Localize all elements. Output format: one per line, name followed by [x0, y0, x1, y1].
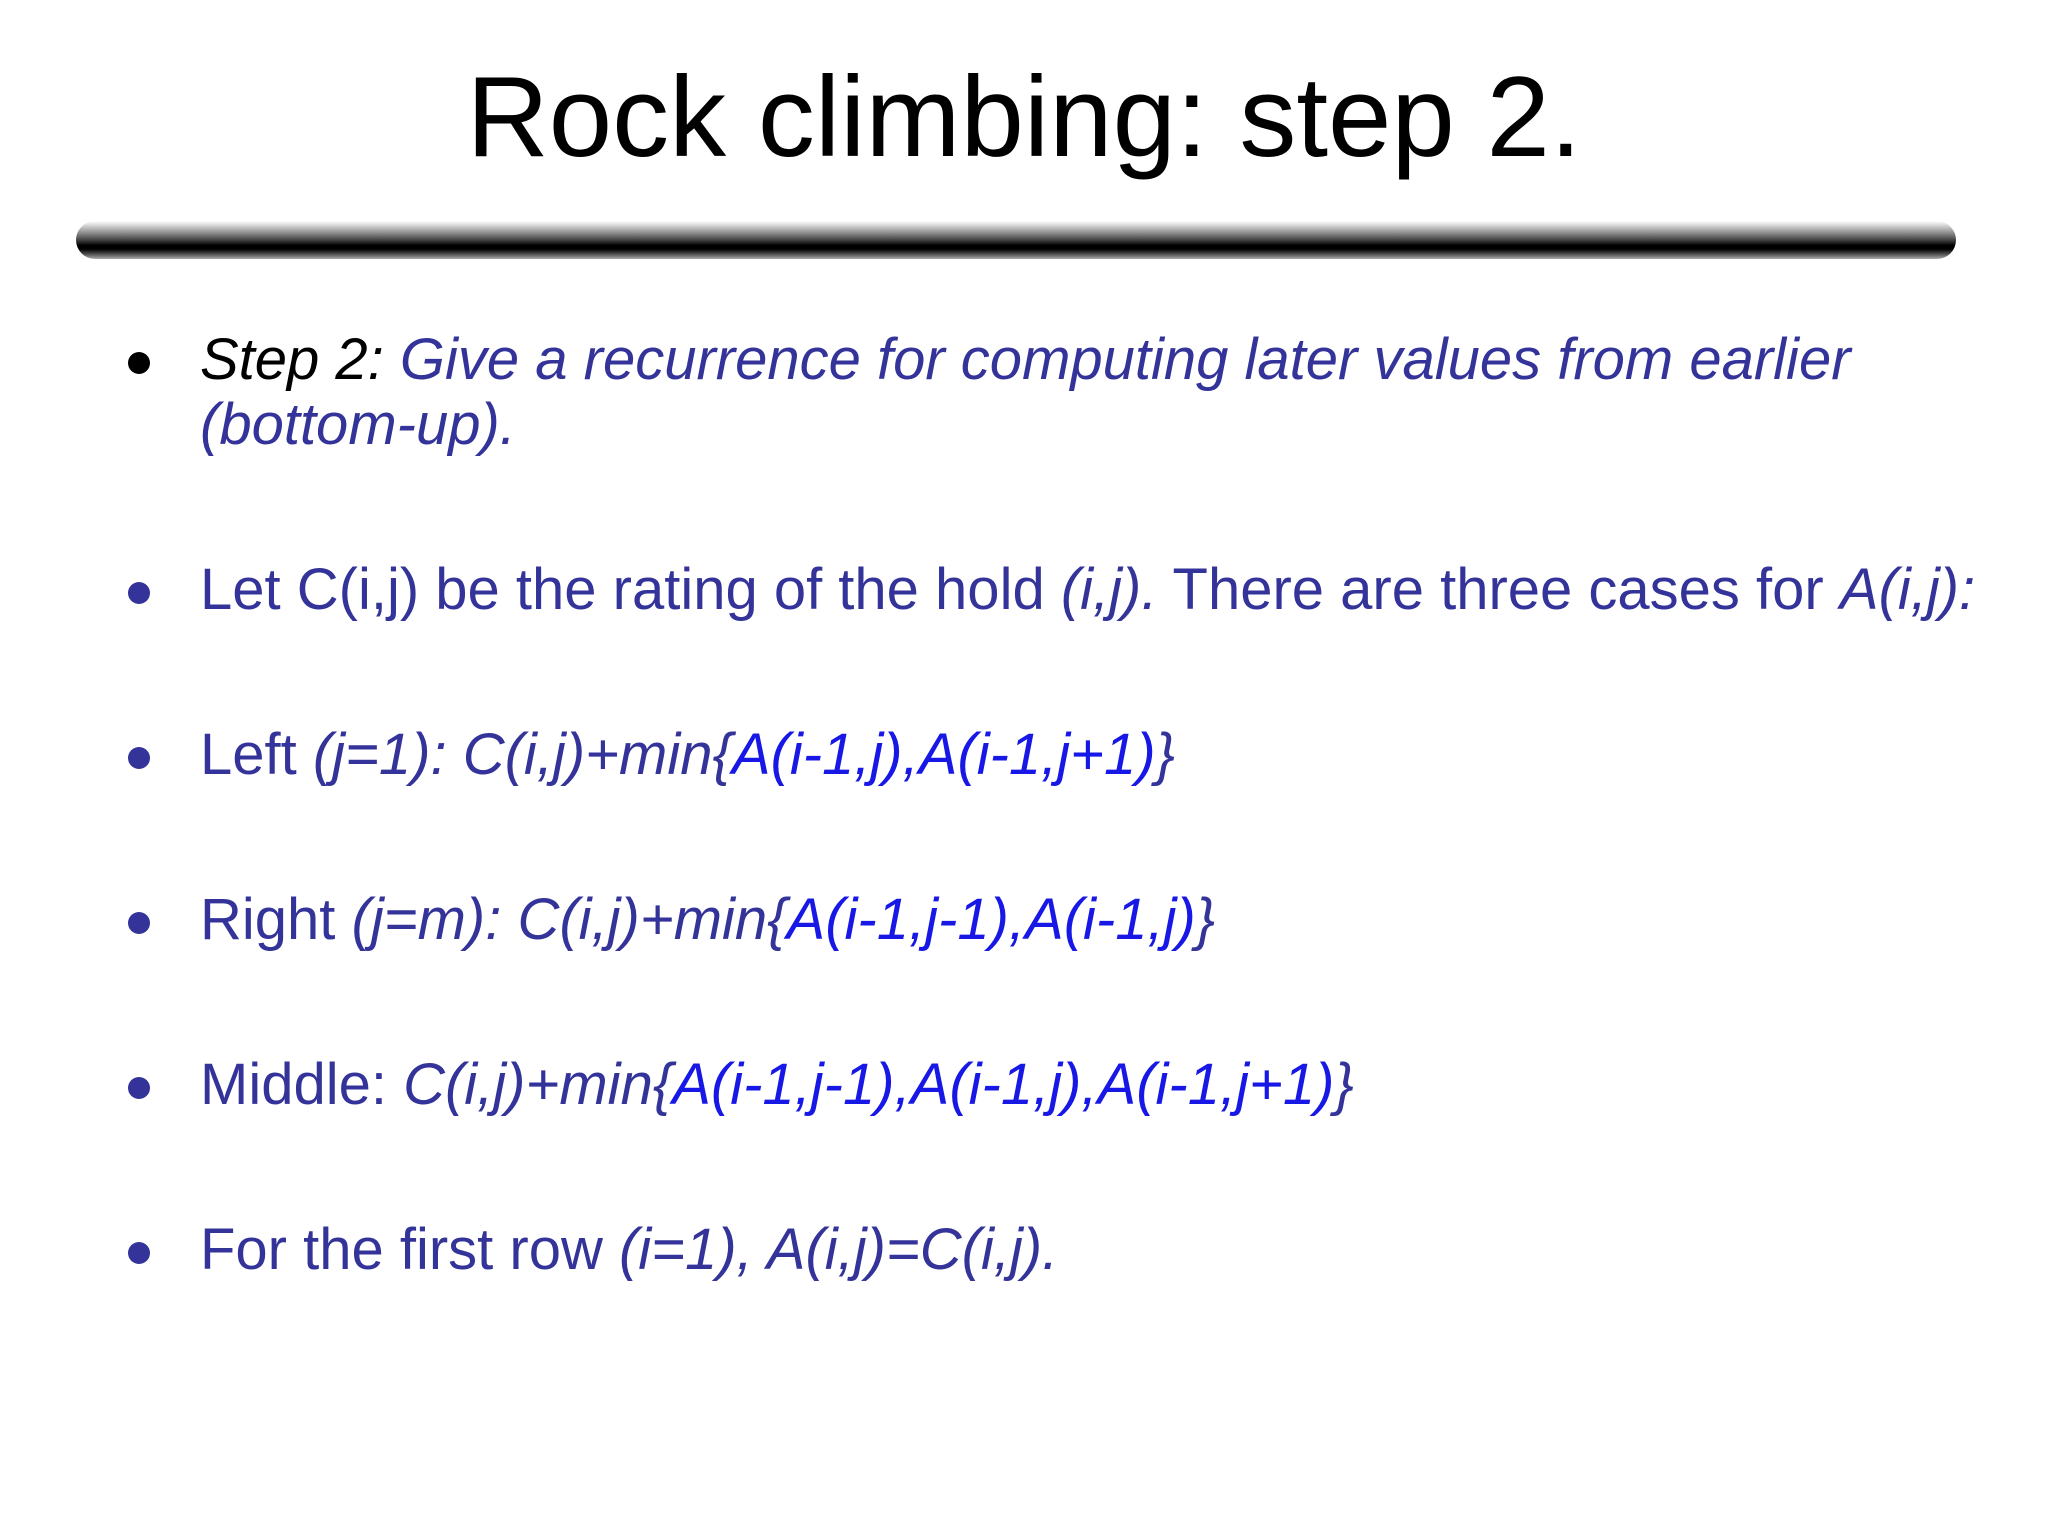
bullet-text: Step 2: Give a recurrence for computing …	[200, 327, 1851, 457]
bullet-text-segment: A(i-1,j),A(i-1,j+1)	[731, 721, 1156, 787]
bullet-text-segment: }	[1195, 886, 1216, 952]
bullet-text-segment: Middle:	[200, 1051, 404, 1117]
bullet-text-segment: }	[1155, 721, 1176, 787]
bullet-text-segment: (j=1): C(i,j)+min{	[312, 721, 732, 787]
bullet-text-segment: Let C(i,j) be the rating of the hold	[200, 556, 1061, 622]
bullet-text: Let C(i,j) be the rating of the hold (i,…	[200, 557, 1975, 622]
bullet-text-segment: C(i,j)+min{	[403, 1051, 673, 1117]
bullet-text: Left (j=1): C(i,j)+min{A(i-1,j),A(i-1,j+…	[200, 722, 1175, 787]
bullet-text-segment: Step 2:	[200, 327, 400, 392]
bullet-icon	[128, 1241, 150, 1264]
bullet-text-segment: (i,j).	[1060, 556, 1158, 622]
title-divider	[76, 221, 1956, 259]
bullet-text-segment: A(i,j):	[1839, 556, 1976, 622]
list-item: Left (j=1): C(i,j)+min{A(i-1,j),A(i-1,j+…	[118, 722, 1986, 788]
slide-title: Rock climbing: step 2.	[466, 54, 1582, 181]
bullet-text: For the first row (i=1), A(i,j)=C(i,j).	[200, 1217, 1058, 1282]
bullet-icon	[128, 746, 150, 769]
bullet-text: Middle: C(i,j)+min{A(i-1,j-1),A(i-1,j),A…	[200, 1052, 1354, 1117]
bullet-text-segment: Left	[200, 721, 313, 787]
bullet-icon	[128, 581, 150, 604]
list-item: Middle: C(i,j)+min{A(i-1,j-1),A(i-1,j),A…	[118, 1052, 1986, 1118]
bullet-text-segment: (i=1), A(i,j)=C(i,j).	[618, 1216, 1059, 1282]
bullet-list: Step 2: Give a recurrence for computing …	[118, 327, 1986, 1383]
bullet-text-segment: A(i-1,j-1),A(i-1,j)	[786, 886, 1196, 952]
bullet-text-segment: Right	[200, 886, 352, 952]
list-item: Right (j=m): C(i,j)+min{A(i-1,j-1),A(i-1…	[118, 887, 1986, 953]
bullet-text-segment: Give a recurrence for computing later va…	[200, 327, 1851, 457]
bullet-text-segment: A(i-1,j-1),A(i-1,j),A(i-1,j+1)	[672, 1051, 1335, 1117]
bullet-text: Right (j=m): C(i,j)+min{A(i-1,j-1),A(i-1…	[200, 887, 1215, 952]
bullet-text-segment: }	[1334, 1051, 1354, 1117]
bullet-icon	[128, 352, 150, 374]
list-item: Step 2: Give a recurrence for computing …	[118, 327, 1986, 458]
bullet-icon	[128, 1076, 150, 1099]
list-item: Let C(i,j) be the rating of the hold (i,…	[118, 557, 1986, 623]
bullet-text-segment: (j=m): C(i,j)+min{	[351, 886, 787, 952]
list-item: For the first row (i=1), A(i,j)=C(i,j).	[118, 1217, 1986, 1283]
bullet-icon	[128, 911, 150, 934]
bullet-text-segment: For the first row	[200, 1216, 619, 1282]
bullet-text-segment: There are three cases for	[1157, 556, 1840, 622]
